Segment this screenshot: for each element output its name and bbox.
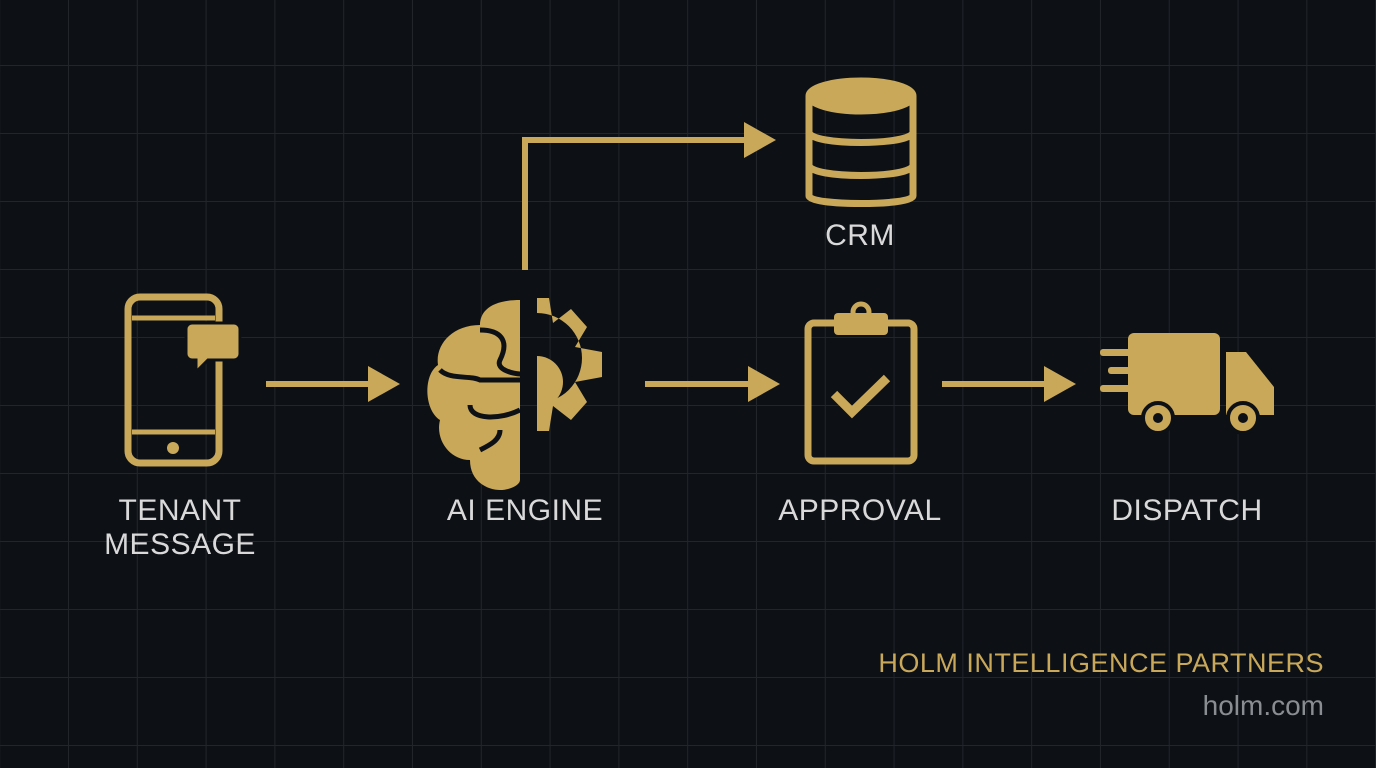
crm-label: CRM bbox=[825, 219, 895, 252]
ai-engine-label: AI ENGINE bbox=[446, 494, 604, 527]
tenant-message-label: TENANT MESSAGE bbox=[90, 494, 270, 562]
dispatch-label: DISPATCH bbox=[1111, 494, 1263, 527]
arrow-ai-to-approval bbox=[645, 366, 780, 402]
delivery-truck-icon bbox=[1100, 333, 1274, 435]
arrow-approval-to-dispatch bbox=[942, 366, 1076, 402]
approval-label: APPROVAL bbox=[778, 494, 942, 527]
arrow-tenant-to-ai bbox=[266, 366, 400, 402]
arrow-ai-to-crm bbox=[522, 122, 776, 270]
clipboard-check-icon bbox=[804, 301, 918, 465]
brand-url: holm.com bbox=[1202, 690, 1324, 721]
label-line: MESSAGE bbox=[104, 528, 256, 561]
brain-gear-icon bbox=[427, 298, 602, 490]
smartphone-chat-icon bbox=[124, 293, 242, 467]
brand-name: HOLM INTELLIGENCE PARTNERS bbox=[878, 648, 1324, 678]
label-line: TENANT bbox=[118, 494, 242, 527]
database-icon bbox=[805, 77, 917, 207]
